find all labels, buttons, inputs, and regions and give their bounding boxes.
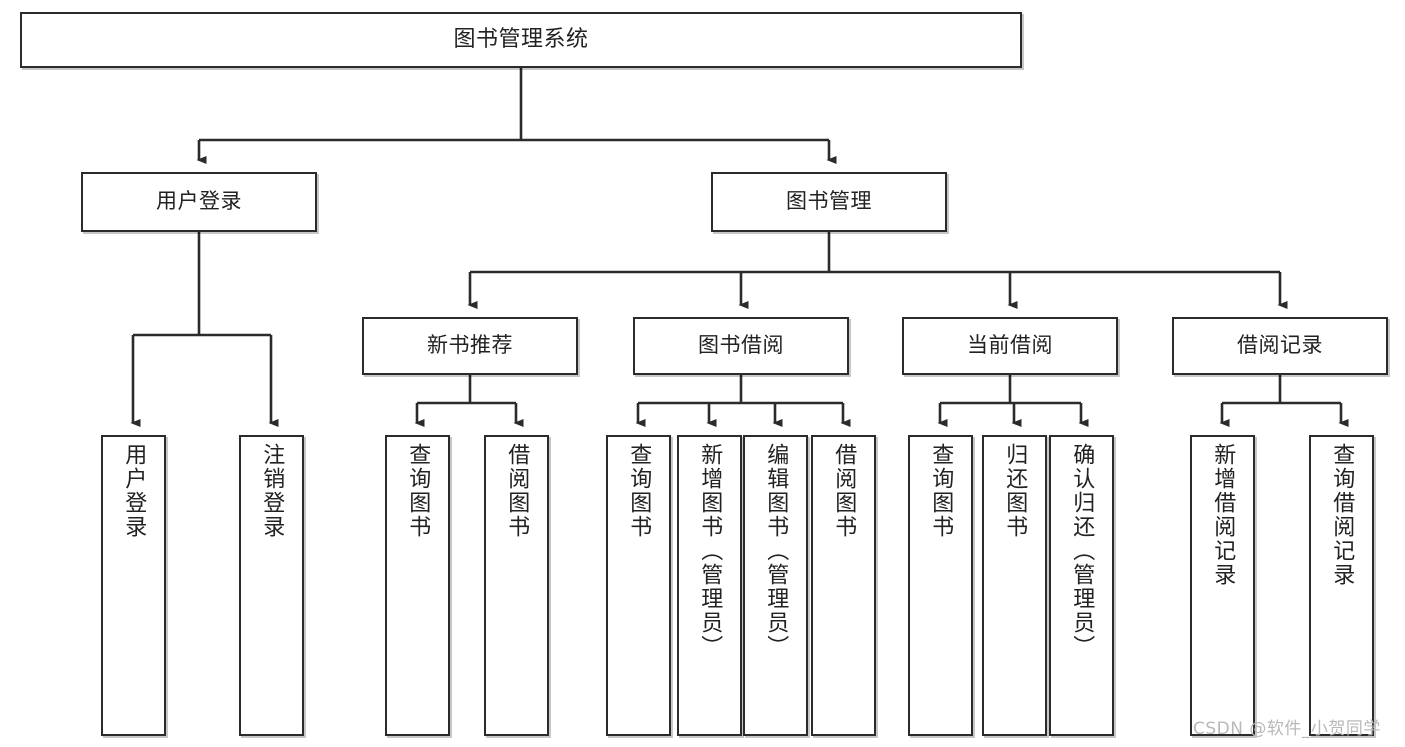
node-label: 归还图书 — [1002, 443, 1028, 539]
node-label: 图书管理系统 — [453, 26, 589, 52]
node-book-management-system[interactable]: 图书管理系统 — [20, 12, 1022, 68]
node-label: 用户登录 — [156, 189, 242, 214]
leaf-user-logout[interactable]: 注销登录 — [239, 435, 304, 736]
node-label: 用户登录 — [121, 443, 147, 539]
node-new-book-recommend[interactable]: 新书推荐 — [362, 317, 578, 375]
node-book-management[interactable]: 图书管理 — [711, 172, 947, 232]
node-label: 新增借阅记录 — [1210, 443, 1236, 587]
node-label: 确认归还（管理员） — [1069, 443, 1095, 659]
node-borrow-record[interactable]: 借阅记录 — [1172, 317, 1388, 375]
node-label: 新增图书（管理员） — [697, 443, 723, 659]
leaf-user-login[interactable]: 用户登录 — [101, 435, 166, 736]
leaf-query-book-borrow[interactable]: 查询图书 — [606, 435, 671, 736]
leaf-borrow-book[interactable]: 借阅图书 — [811, 435, 876, 736]
node-user-login[interactable]: 用户登录 — [81, 172, 317, 232]
node-label: 查询图书 — [626, 443, 652, 539]
leaf-query-book-recommend[interactable]: 查询图书 — [385, 435, 450, 736]
leaf-borrow-book-recommend[interactable]: 借阅图书 — [484, 435, 549, 736]
node-label: 查询图书 — [928, 443, 954, 539]
leaf-confirm-return-admin[interactable]: 确认归还（管理员） — [1049, 435, 1114, 736]
leaf-return-book[interactable]: 归还图书 — [982, 435, 1047, 736]
leaf-query-borrow-record[interactable]: 查询借阅记录 — [1309, 435, 1374, 736]
node-book-borrow[interactable]: 图书借阅 — [633, 317, 849, 375]
node-label: 注销登录 — [259, 443, 285, 539]
node-label: 借阅图书 — [504, 443, 530, 539]
node-label: 图书借阅 — [698, 333, 784, 358]
csdn-watermark: CSDN @软件_小贺同学 — [1193, 719, 1381, 739]
node-label: 查询借阅记录 — [1329, 443, 1355, 587]
leaf-add-borrow-record[interactable]: 新增借阅记录 — [1190, 435, 1255, 736]
node-current-borrow[interactable]: 当前借阅 — [902, 317, 1118, 375]
leaf-query-book-current[interactable]: 查询图书 — [908, 435, 973, 736]
node-label: 图书管理 — [786, 189, 872, 214]
leaf-add-book-admin[interactable]: 新增图书（管理员） — [677, 435, 742, 736]
node-label: 查询图书 — [405, 443, 431, 539]
leaf-edit-book-admin[interactable]: 编辑图书（管理员） — [743, 435, 808, 736]
node-label: 编辑图书（管理员） — [763, 443, 789, 659]
node-label: 借阅图书 — [831, 443, 857, 539]
node-label: 新书推荐 — [427, 333, 513, 358]
node-label: 当前借阅 — [967, 333, 1053, 358]
node-label: 借阅记录 — [1237, 333, 1323, 358]
